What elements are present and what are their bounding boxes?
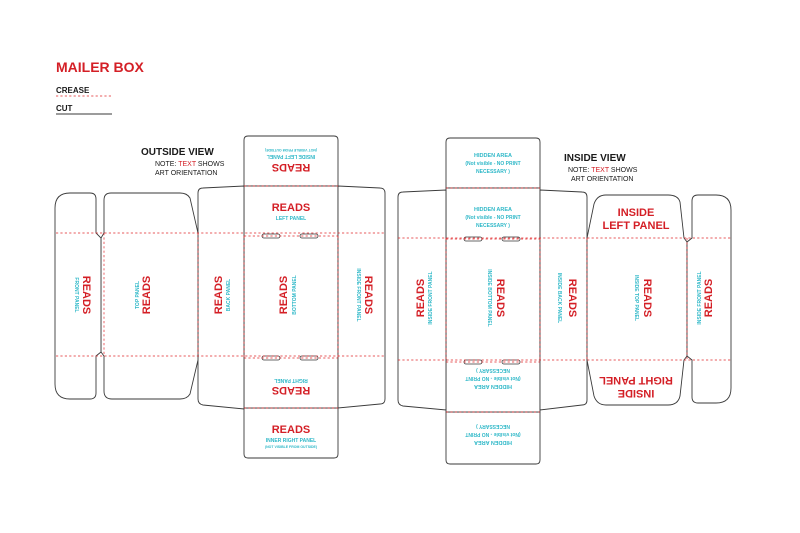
svg-text:TOP PANEL: TOP PANEL (135, 281, 141, 309)
svg-text:HIDDEN AREA: HIDDEN AREA (474, 153, 512, 159)
svg-text:INSIDE FRONT PANEL: INSIDE FRONT PANEL (697, 271, 703, 324)
svg-text:(Not visible - NO PRINT: (Not visible - NO PRINT (465, 431, 520, 437)
inside-view-note-line2: ART ORIENTATION (571, 176, 634, 183)
inside-view-heading: INSIDE VIEW (564, 153, 626, 164)
inside-hidden-area-top: HIDDEN AREA (Not visible - NO PRINT NECE… (465, 153, 520, 175)
outside-front-panel-label: READS FRONT PANEL (73, 276, 92, 315)
outside-view-note-line2: ART ORIENTATION (155, 170, 218, 177)
svg-text:HIDDEN AREA: HIDDEN AREA (474, 439, 512, 445)
svg-text:NECESSARY ): NECESSARY ) (476, 223, 510, 229)
svg-text:READS: READS (278, 276, 290, 315)
outside-left-panel-label: READS LEFT PANEL (272, 202, 311, 222)
svg-text:READS: READS (703, 279, 715, 318)
outside-top-flap-label: READS INSIDE LEFT PANEL (NOT VISIBLE FRO… (265, 148, 317, 173)
svg-text:BACK PANEL: BACK PANEL (226, 279, 232, 311)
inside-top-panel-label: READS INSIDE TOP PANEL (633, 275, 653, 321)
inside-bottom-panel-label: READS INSIDE BOTTOM PANEL (486, 269, 506, 327)
svg-text:READS: READS (141, 276, 153, 315)
inside-left-panel-label: INSIDE LEFT PANEL (602, 207, 669, 232)
inside-crease-lines (398, 187, 731, 413)
svg-text:INSIDE TOP PANEL: INSIDE TOP PANEL (633, 275, 639, 321)
svg-text:HIDDEN AREA: HIDDEN AREA (474, 383, 512, 389)
inside-view-note: NOTE: TEXT SHOWS (568, 167, 638, 174)
svg-text:INSIDE FRONT PANEL: INSIDE FRONT PANEL (428, 271, 434, 324)
svg-text:(Not visible - NO PRINT: (Not visible - NO PRINT (465, 375, 520, 381)
svg-text:FRONT PANEL: FRONT PANEL (73, 277, 79, 312)
svg-text:NECESSARY ): NECESSARY ) (476, 367, 510, 373)
svg-text:INSIDE BACK PANEL: INSIDE BACK PANEL (556, 273, 562, 323)
svg-text:READS: READS (272, 161, 311, 173)
svg-text:LEFT PANEL: LEFT PANEL (602, 220, 669, 232)
svg-text:(NOT VISIBLE FROM OUTSIDE): (NOT VISIBLE FROM OUTSIDE) (265, 445, 317, 449)
svg-text:(Not visible - NO PRINT: (Not visible - NO PRINT (465, 161, 520, 167)
svg-text:NECESSARY ): NECESSARY ) (476, 423, 510, 429)
inside-right-panel-label: INSIDE RIGHT PANEL (599, 374, 673, 399)
inside-hidden-area-upper: HIDDEN AREA (Not visible - NO PRINT NECE… (465, 207, 520, 229)
svg-text:RIGHT PANEL: RIGHT PANEL (599, 374, 673, 386)
svg-text:HIDDEN AREA: HIDDEN AREA (474, 207, 512, 213)
svg-text:READS: READS (272, 384, 311, 396)
svg-text:INSIDE BOTTOM PANEL: INSIDE BOTTOM PANEL (486, 269, 492, 327)
svg-text:INSIDE: INSIDE (618, 207, 655, 219)
inside-view: INSIDE VIEW NOTE: TEXT SHOWS ART ORIENTA… (397, 137, 732, 465)
outside-view-heading: OUTSIDE VIEW (141, 147, 214, 158)
outside-bottom-panel-label: READS BOTTOM PANEL (278, 275, 298, 315)
inside-front-panel-label: READS INSIDE FRONT PANEL (415, 271, 434, 324)
outside-back-panel-label: READS BACK PANEL (213, 276, 232, 315)
outside-cut-lines (54, 135, 386, 459)
inside-hidden-area-bottom: HIDDEN AREA (Not visible - NO PRINT NECE… (465, 423, 520, 445)
svg-text:READS: READS (272, 424, 311, 436)
inside-front-panel-2-label: READS INSIDE FRONT PANEL (697, 271, 715, 324)
svg-text:NECESSARY ): NECESSARY ) (476, 169, 510, 175)
outside-top-panel-label: READS TOP PANEL (135, 276, 153, 315)
crease-legend-label: CREASE (56, 86, 90, 95)
outside-view: OUTSIDE VIEW NOTE: TEXT SHOWS ART ORIENT… (54, 135, 386, 459)
svg-text:READS: READS (494, 279, 506, 318)
svg-text:READS: READS (415, 279, 427, 318)
svg-text:READS: READS (272, 202, 311, 214)
svg-text:(Not visible - NO PRINT: (Not visible - NO PRINT (465, 215, 520, 221)
outside-inner-right-panel-label: READS INNER RIGHT PANEL (NOT VISIBLE FRO… (265, 424, 317, 449)
svg-text:LEFT PANEL: LEFT PANEL (276, 216, 306, 222)
svg-text:RIGHT PANEL: RIGHT PANEL (274, 377, 308, 383)
inside-hidden-area-lower: HIDDEN AREA (Not visible - NO PRINT NECE… (465, 367, 520, 389)
svg-text:INNER RIGHT PANEL: INNER RIGHT PANEL (266, 438, 316, 444)
svg-text:READS: READS (566, 279, 578, 318)
outside-inside-front-panel-label: READS INSIDE FRONT PANEL (355, 268, 374, 321)
svg-text:READS: READS (641, 279, 653, 318)
outside-right-panel-label: READS RIGHT PANEL (272, 377, 311, 396)
outside-view-note: NOTE: TEXT SHOWS (155, 161, 225, 168)
svg-text:READS: READS (362, 276, 374, 315)
inside-cut-lines (397, 137, 732, 465)
svg-text:BOTTOM PANEL: BOTTOM PANEL (292, 275, 298, 315)
inside-back-panel-label: READS INSIDE BACK PANEL (556, 273, 578, 323)
svg-text:(NOT VISIBLE FROM OUTSIDE): (NOT VISIBLE FROM OUTSIDE) (265, 148, 317, 152)
cut-legend-label: CUT (56, 104, 73, 113)
page-title: MAILER BOX (56, 59, 145, 75)
svg-text:INSIDE LEFT PANEL: INSIDE LEFT PANEL (267, 153, 316, 159)
svg-text:INSIDE FRONT PANEL: INSIDE FRONT PANEL (355, 268, 361, 321)
svg-text:READS: READS (80, 276, 92, 315)
svg-text:INSIDE: INSIDE (618, 387, 655, 399)
svg-text:READS: READS (213, 276, 225, 315)
outside-crease-lines (56, 185, 385, 409)
